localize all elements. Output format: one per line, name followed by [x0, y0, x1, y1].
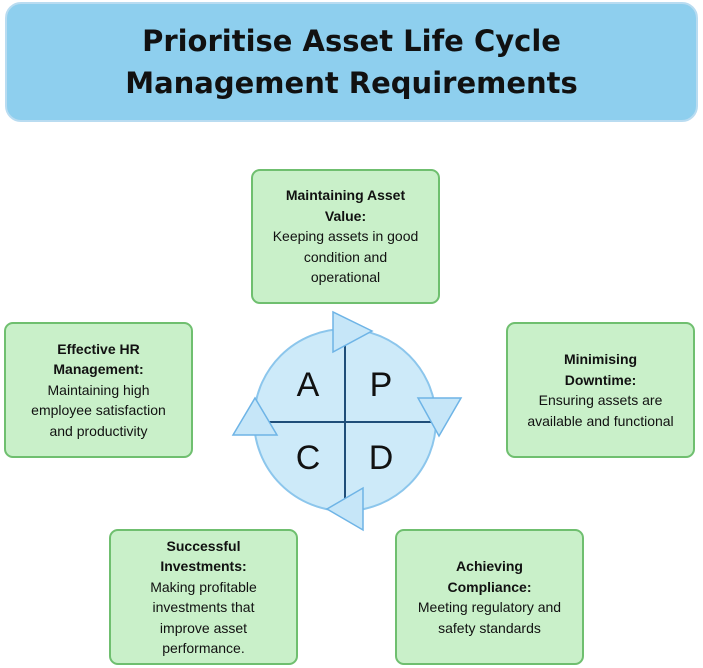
card-text: Meeting regulatory and — [417, 599, 562, 615]
cycle-arrow-left — [231, 396, 279, 436]
card-text: condition and — [303, 248, 388, 265]
card-heading: Maintaining Asset — [285, 187, 406, 204]
card-text: Making profitable — [150, 578, 257, 595]
card-heading: Compliance: — [447, 578, 532, 595]
card-text: employee satisfaction — [31, 402, 166, 419]
title-line-1: Prioritise Asset Life Cycle — [142, 24, 561, 58]
card-heading: Effective HR — [57, 340, 140, 357]
card-text: improve asset — [159, 619, 248, 636]
quadrant-letter-a: A — [297, 366, 320, 404]
card-heading: Achieving — [456, 558, 523, 574]
card-text: available and functional — [527, 412, 674, 429]
card-text: operational — [310, 269, 381, 286]
card-effective-hr-management: Effective HR Management: Maintaining hig… — [4, 322, 193, 458]
card-text: safety standards — [438, 619, 541, 636]
card-minimising-downtime: Minimising Downtime: Ensuring assets are… — [506, 322, 695, 458]
card-text: investments that — [152, 599, 255, 615]
card-text: performance. — [162, 640, 245, 656]
card-successful-investments: Successful Investments: Making profitabl… — [109, 529, 298, 665]
card-heading: Successful — [166, 537, 241, 554]
card-heading: Minimising — [563, 351, 638, 367]
quadrant-letter-c: C — [296, 439, 321, 477]
cycle-arrow-right — [416, 397, 463, 438]
card-text: Ensuring assets are — [538, 392, 663, 408]
card-text: Keeping assets in good — [272, 228, 419, 245]
card-maintaining-asset-value: Maintaining Asset Value: Keeping assets … — [251, 169, 440, 304]
card-heading: Investments: — [160, 558, 247, 574]
quadrant-letter-p: P — [370, 366, 393, 404]
quadrant-letter-d: D — [369, 439, 394, 477]
title-line-2: Management Requirements — [125, 66, 578, 100]
cycle-arrow-top — [332, 310, 374, 354]
card-achieving-compliance: Achieving Compliance: Meeting regulatory… — [395, 529, 584, 665]
card-text: Maintaining high — [47, 381, 150, 398]
card-heading: Downtime: — [564, 371, 637, 388]
cycle-arrow-bottom — [325, 486, 364, 532]
card-heading: Value: — [324, 207, 367, 224]
card-text: and productivity — [49, 422, 148, 439]
title-banner: Prioritise Asset Life Cycle Management R… — [5, 2, 698, 122]
card-heading: Management: — [53, 361, 144, 378]
